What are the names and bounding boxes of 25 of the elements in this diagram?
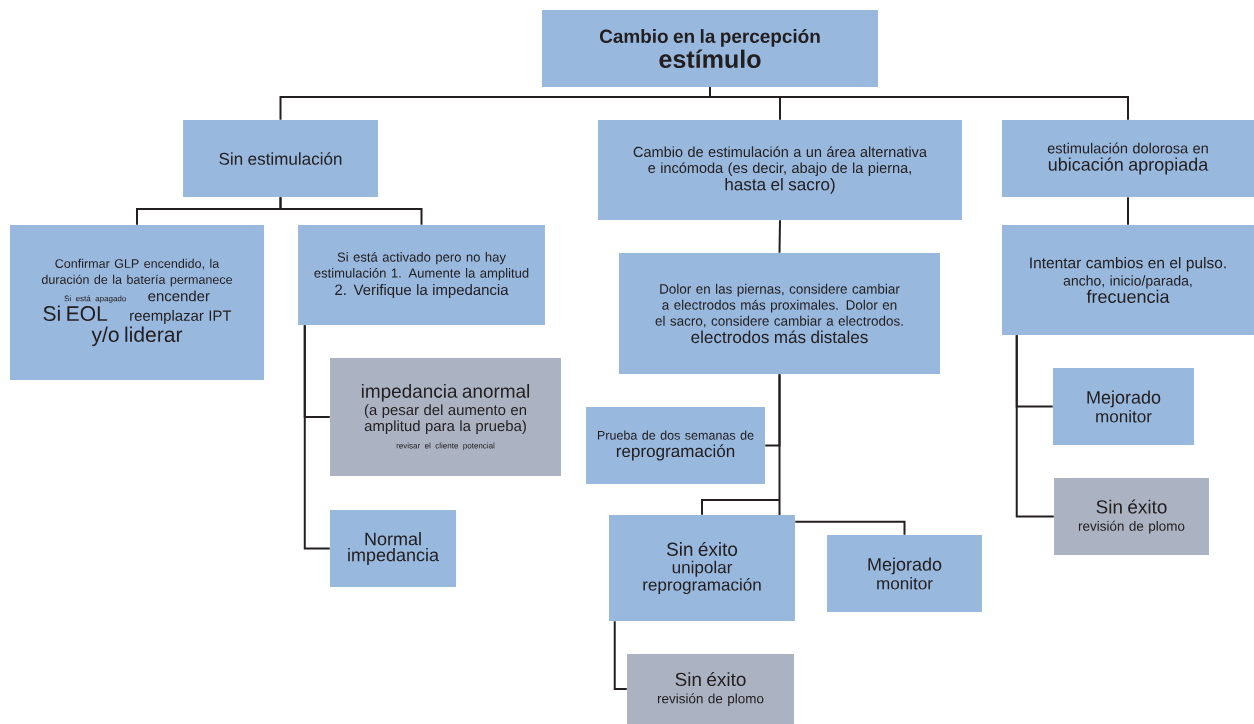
- connector-line: [709, 86, 1129, 121]
- process-box: Normal impedancia: [330, 509, 456, 588]
- connector-line: [778, 219, 781, 254]
- process-box: Prueba de dos semanas de reprogramación: [586, 406, 765, 485]
- connector-line: [794, 520, 906, 536]
- process-box: Sin éxito revisión de plomo: [1054, 477, 1209, 556]
- process-box: Cambio en la percepción estímulo: [542, 9, 878, 88]
- process-box: Mejorado monitor: [827, 534, 982, 613]
- process-box: estimulación dolorosa en ubicación apropiada: [1002, 119, 1254, 198]
- process-box: Intentar cambios en el pulso. ancho, inicio/parada, frecuencia: [1002, 225, 1254, 335]
- connector-line: [1127, 196, 1129, 226]
- process-box: Sin éxito unipolar reprogramación: [609, 515, 795, 621]
- connector-line: [303, 324, 331, 550]
- connector-line: [701, 373, 781, 516]
- process-box: Dolor en las piernas, considere cambiar a electrodos más proximales. Dolor en el sacro, considere cambiar a electrodos. electrodos más distales: [618, 252, 941, 375]
- process-box: Cambio de estimulación a un área alternativa e incómoda (es decir, abajo de la pierna, hasta el sacro): [598, 120, 962, 220]
- process-box: Sin estimulación: [183, 119, 378, 198]
- connector-line: [1015, 334, 1055, 518]
- process-box: Si está activado pero no hay estimulación 1. Aumente la amplitud 2. Verifique la impedancia: [298, 225, 545, 325]
- process-box: impedancia anormal (a pesar del aumento en amplitud para la prueba) revisar el cliente potencial: [330, 358, 561, 476]
- connector-line: [279, 196, 423, 226]
- connector-line: [613, 620, 628, 690]
- process-box: Mejorado monitor: [1052, 367, 1195, 446]
- process-box: Sin éxito revisión de plomo: [627, 654, 794, 724]
- process-box: Confirmar GLP encendido, la duración de la batería permanece Si está apagado encender Si EOL reemplazar IPT y/o liderar: [10, 225, 264, 380]
